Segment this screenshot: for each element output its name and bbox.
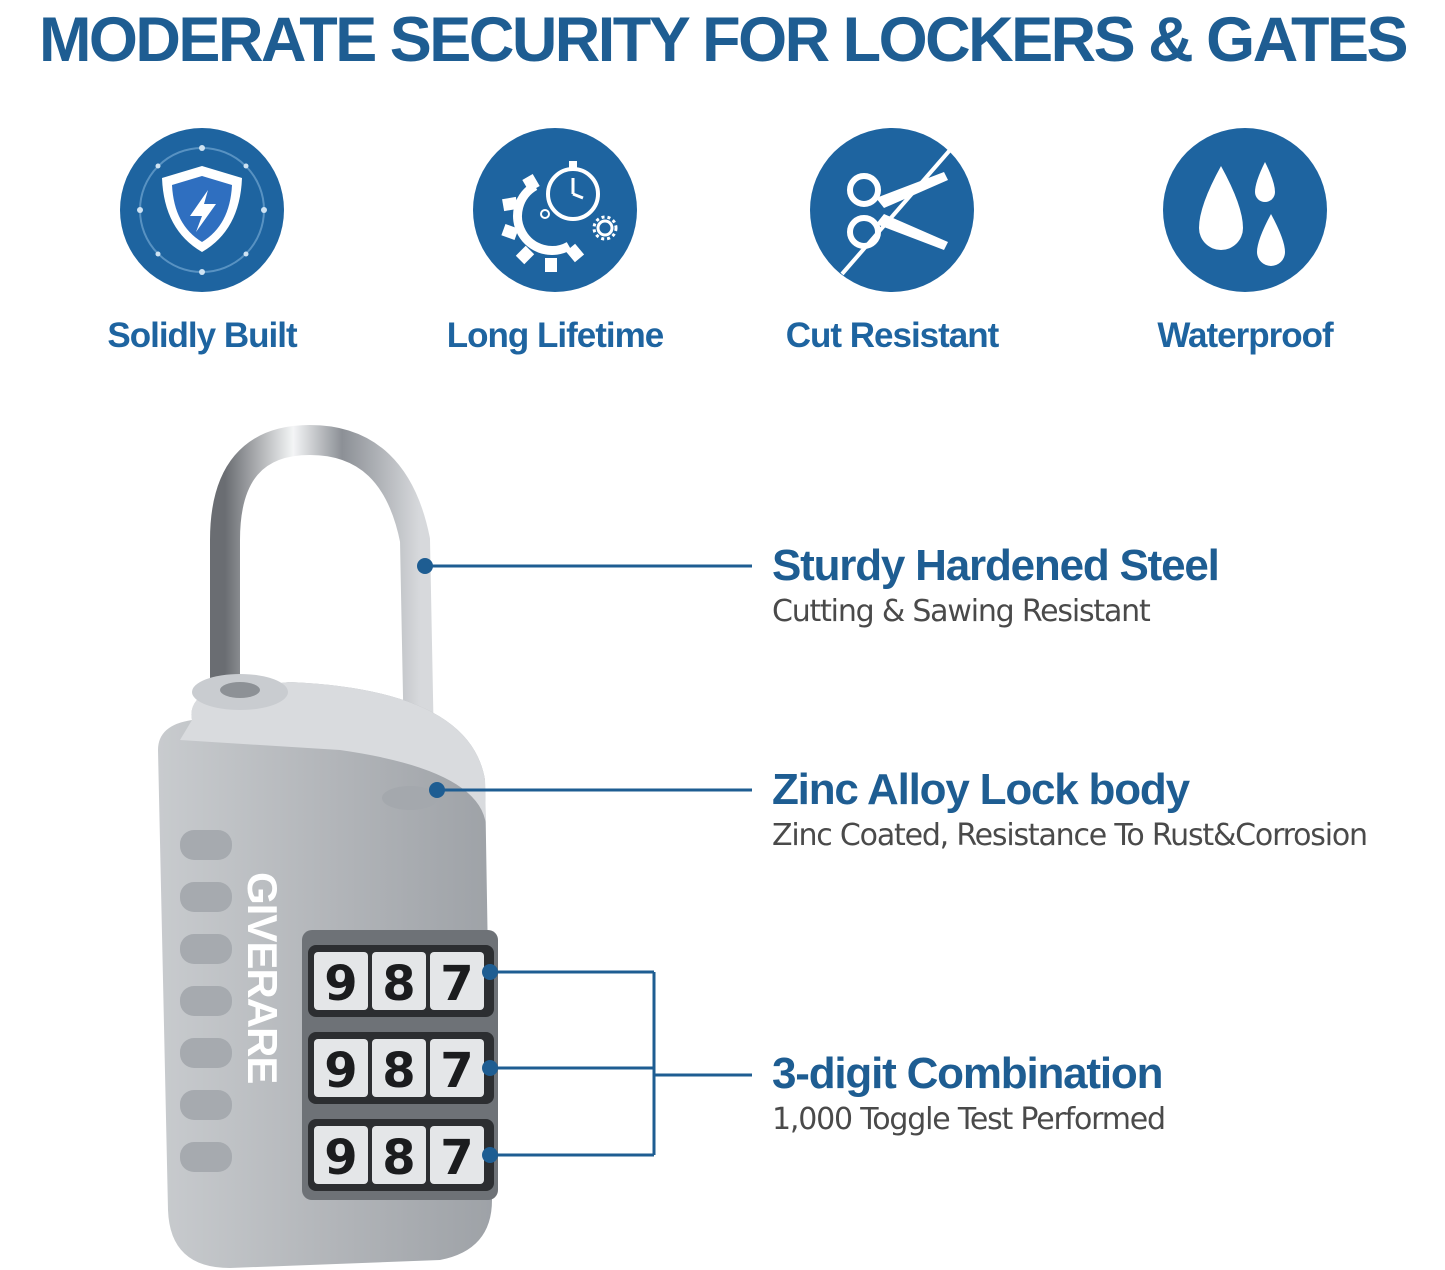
water-drops-icon (1163, 128, 1327, 292)
callout-combination: 3-digit Combination 1,000 Toggle Test Pe… (772, 1049, 1166, 1140)
dial-digit: 9 (324, 1130, 357, 1186)
feature-label: Cut Resistant (785, 316, 1000, 355)
combination-dial-row[interactable]: 9 8 7 (308, 945, 494, 1017)
feature-cut-resistant: Cut Resistant (742, 128, 1042, 368)
dial-digit: 8 (382, 956, 415, 1012)
dial-digit: 8 (382, 1130, 415, 1186)
dial-digit: 9 (324, 1043, 357, 1099)
callout-zinc-alloy-body: Zinc Alloy Lock body Zinc Coated, Resist… (772, 765, 1368, 856)
shield-bolt-icon (120, 128, 284, 292)
gear-stopwatch-icon (473, 128, 637, 292)
callout-title: 3-digit Combination (772, 1049, 1163, 1098)
feature-label: Long Lifetime (446, 316, 664, 355)
lock-brand-text: GIVERARE (239, 872, 286, 1083)
dial-digit: 9 (324, 956, 357, 1012)
dial-digit: 7 (440, 956, 473, 1012)
steel-shackle (210, 424, 435, 815)
callout-title: Zinc Alloy Lock body (772, 765, 1190, 814)
callout-title: Sturdy Hardened Steel (772, 541, 1220, 590)
combination-dial-row[interactable]: 9 8 7 (308, 1119, 494, 1191)
scissors-icon (810, 128, 974, 292)
combination-dial-row[interactable]: 9 8 7 (308, 1032, 494, 1104)
callout-hardened-steel: Sturdy Hardened Steel Cutting & Sawing R… (772, 541, 1220, 632)
dial-digit: 7 (440, 1043, 473, 1099)
page-headline: MODERATE SECURITY FOR LOCKERS & GATES (38, 5, 1409, 75)
feature-long-lifetime: Long Lifetime (405, 128, 705, 368)
callout-subtitle: 1,000 Toggle Test Performed (772, 1102, 1166, 1137)
callout-subtitle: Cutting & Sawing Resistant (772, 594, 1151, 629)
dial-digit: 8 (382, 1043, 415, 1099)
padlock-illustration: GIVERARE 9 8 7 9 8 7 9 8 7 (158, 424, 498, 1268)
feature-solidly-built: Solidly Built (52, 128, 352, 368)
callout-subtitle: Zinc Coated, Resistance To Rust&Corrosio… (772, 818, 1368, 853)
feature-label: Waterproof (1157, 316, 1333, 355)
feature-waterproof: Waterproof (1095, 128, 1395, 368)
feature-label: Solidly Built (107, 316, 297, 355)
dial-digit: 7 (440, 1130, 473, 1186)
